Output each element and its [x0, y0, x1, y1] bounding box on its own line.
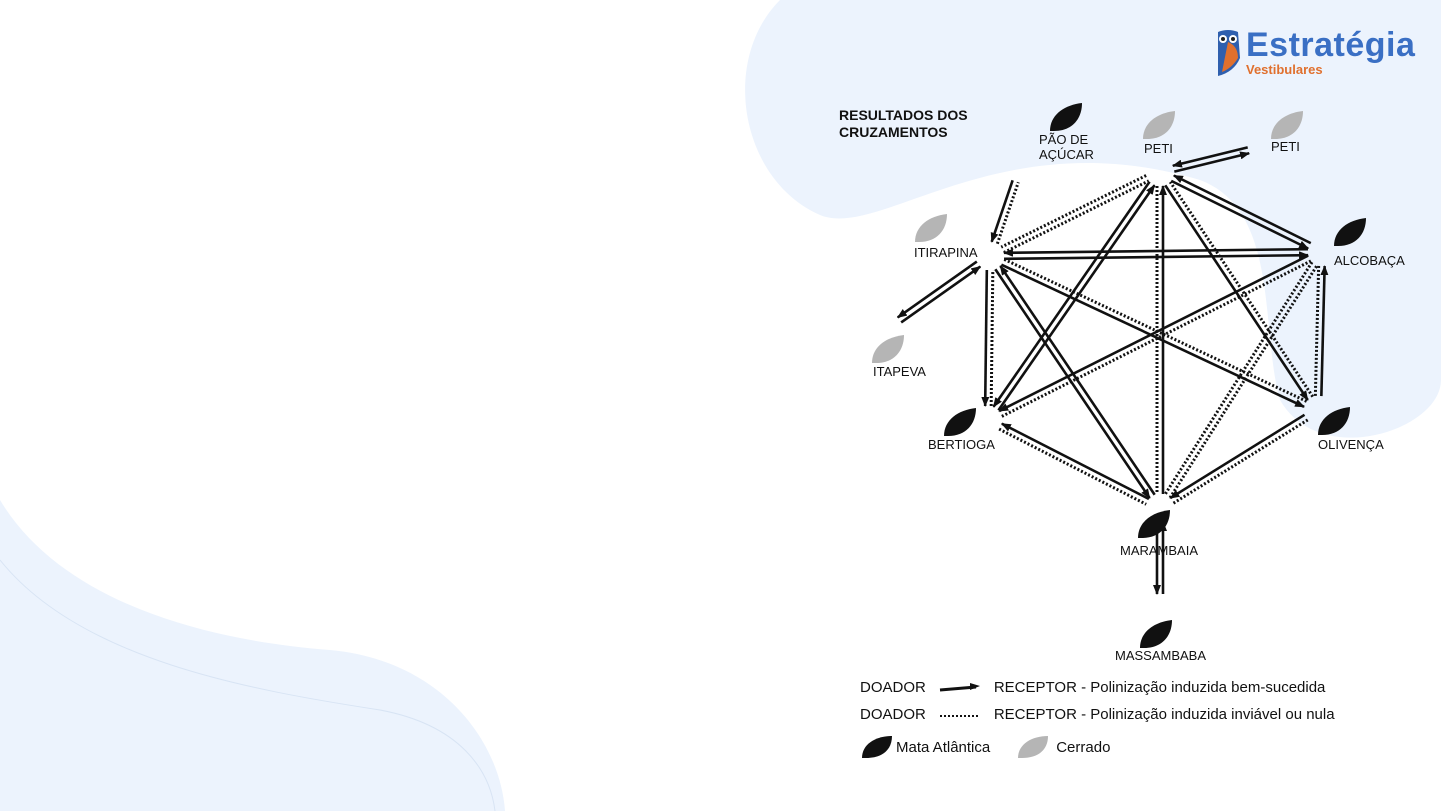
node-label-ber: BERTIOGA — [928, 437, 995, 452]
edge-iti-to-ber-success — [981, 269, 990, 407]
mata-atlantica-leaf-icon — [862, 736, 892, 758]
node-label-line1: PETI — [1144, 141, 1173, 156]
legend-null-label: RECEPTOR - Polinização induzida inviável… — [993, 706, 1335, 723]
edge-mar-to-ber-success — [1000, 422, 1150, 501]
node-label-peti: PETI — [1144, 141, 1173, 156]
edge-peti-to-peti2-success — [1174, 151, 1251, 173]
node-label-line1: BERTIOGA — [928, 437, 995, 452]
edge-alc-to-mar-null — [1163, 261, 1314, 496]
edge-iti-to-pao-null — [995, 181, 1020, 245]
oli-leaf-icon — [1318, 407, 1350, 435]
dotted-arrow-icon — [939, 714, 978, 717]
legend-mata-atlantica-label: Mata Atlântica — [896, 738, 991, 756]
legend-cerrado-label: Cerrado — [1056, 738, 1111, 756]
edge-mar-to-oli-null — [1172, 418, 1309, 505]
node-label-peti2: PETI — [1271, 139, 1300, 154]
edge-alc-to-peti-success — [1172, 174, 1312, 245]
logo-subtitle: Vestibulares — [1246, 62, 1323, 77]
node-label-alc: ALCOBAÇA — [1334, 253, 1405, 268]
node-label-line1: MASSAMBABA — [1115, 648, 1207, 663]
node-label-line1: MARAMBAIA — [1120, 543, 1199, 558]
peti2-leaf-icon — [1271, 111, 1303, 139]
node-label-line2: AÇÚCAR — [1039, 147, 1094, 162]
node-label-oli: OLIVENÇA — [1318, 437, 1384, 452]
legend-null: DOADOR RECEPTOR - Polinização induzida i… — [860, 706, 1335, 723]
node-label-line1: PÃO DE — [1039, 132, 1089, 147]
edge-oli-to-alc-success — [1320, 265, 1329, 397]
estrategia-logo: Estratégia Vestibulares — [1214, 26, 1416, 78]
node-label-ita: ITAPEVA — [873, 364, 926, 379]
legend-success: DOADOR RECEPTOR - Polinização induzida b… — [860, 679, 1325, 696]
node-label-line1: ITAPEVA — [873, 364, 926, 379]
ber-leaf-icon — [944, 408, 976, 436]
edge-oli-to-mar-success — [1169, 413, 1306, 500]
edge-mar-to-iti-success — [999, 265, 1156, 496]
alc-leaf-icon — [1334, 218, 1366, 246]
node-label-line1: OLIVENÇA — [1318, 437, 1384, 452]
node-label-mar: MARAMBAIA — [1120, 543, 1198, 558]
legend-biomes: Mata Atlântica Cerrado — [860, 734, 1110, 760]
solid-arrow-icon — [939, 682, 980, 691]
diagram-title: RESULTADOS DOS CRUZAMENTOS — [839, 107, 999, 141]
node-label-iti: ITIRAPINA — [914, 245, 978, 260]
title-line-2: CRUZAMENTOS — [839, 124, 948, 140]
edge-peti2-to-peti-success — [1171, 146, 1248, 168]
edge-pao-to-iti-success — [990, 179, 1014, 243]
pao-leaf-icon — [1050, 103, 1082, 131]
logo-name: Estratégia — [1246, 26, 1416, 64]
peti-leaf-icon — [1143, 111, 1175, 139]
title-line-1: RESULTADOS DOS — [839, 107, 968, 123]
owl-icon — [1218, 30, 1240, 76]
node-label-line1: ITIRAPINA — [914, 245, 978, 260]
edge-iti-to-mar-success — [994, 268, 1151, 499]
node-label-line1: PETI — [1271, 139, 1300, 154]
edge-peti-to-alc-success — [1170, 179, 1310, 250]
edge-alc-to-ber-success — [998, 254, 1309, 413]
edge-peti-to-iti-null — [1000, 174, 1147, 249]
node-label-line1: ALCOBAÇA — [1334, 253, 1405, 268]
edge-iti-to-oli-success — [1000, 263, 1305, 408]
edge-ita-to-iti-success — [900, 265, 982, 324]
edge-mar-to-alc-null — [1168, 264, 1319, 499]
iti-leaf-icon — [915, 214, 947, 242]
mar-leaf-icon — [1138, 510, 1170, 538]
edge-iti-to-peti-null — [1003, 179, 1150, 254]
edge-ber-to-mar-null — [998, 427, 1147, 506]
legend-donor-label: DOADOR — [860, 706, 926, 723]
ita-leaf-icon — [872, 335, 904, 363]
edge-ber-to-alc-null — [1001, 259, 1312, 418]
cerrado-leaf-icon — [1018, 736, 1049, 758]
legend-donor-label: DOADOR — [860, 679, 926, 696]
edge-iti-to-alc-success — [1004, 251, 1310, 261]
node-label-mas: MASSAMBABA — [1115, 648, 1206, 663]
edge-alc-to-oli-null — [1313, 265, 1321, 396]
legend-success-label: RECEPTOR - Polinização induzida bem-suce… — [993, 679, 1326, 696]
edge-ber-to-peti-success — [997, 184, 1156, 411]
mas-leaf-icon — [1140, 620, 1172, 648]
edge-iti-to-ita-success — [896, 260, 978, 319]
edge-ber-to-iti-null — [989, 270, 995, 407]
edge-peti-to-ber-success — [992, 181, 1151, 408]
